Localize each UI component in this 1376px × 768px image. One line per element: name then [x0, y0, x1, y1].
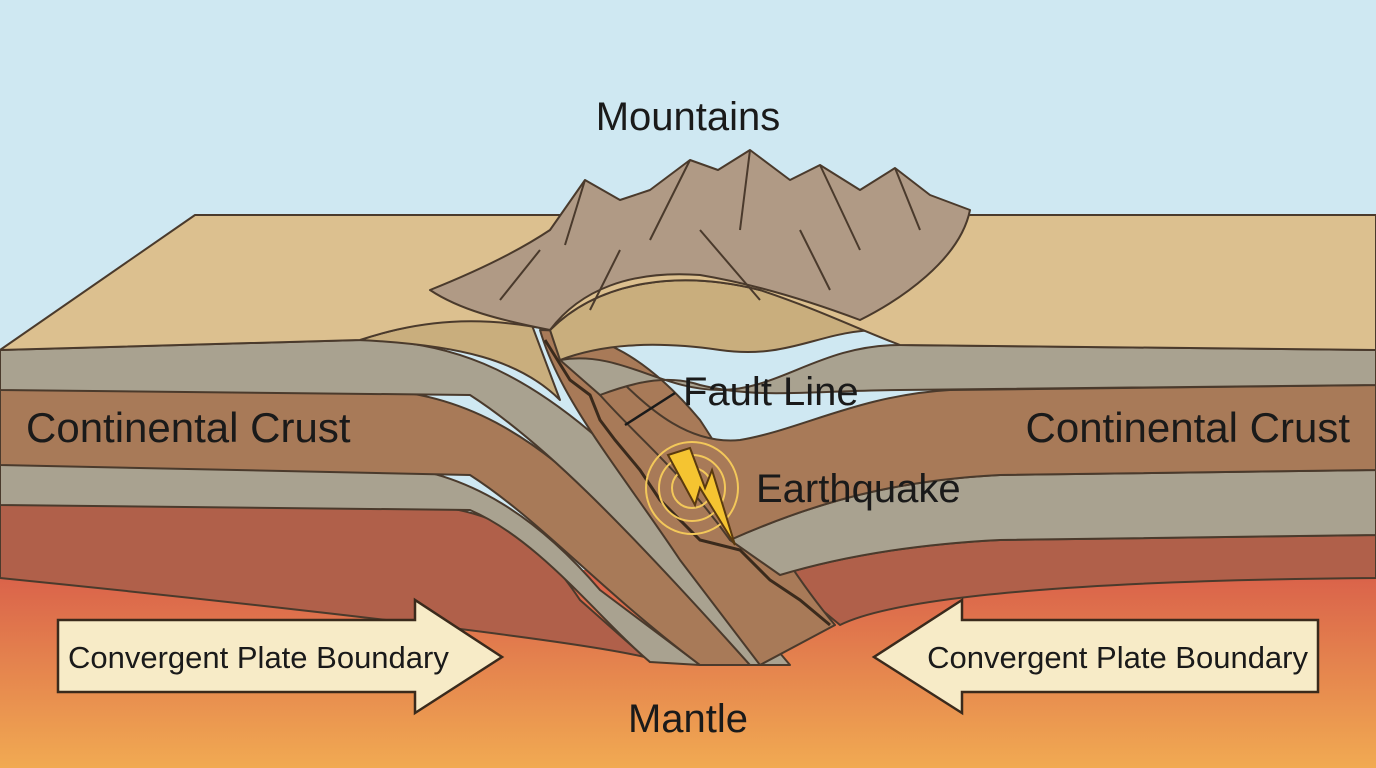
label-boundary-right: Convergent Plate Boundary — [927, 640, 1308, 675]
label-earthquake: Earthquake — [756, 467, 961, 511]
label-mountains: Mountains — [596, 95, 781, 139]
label-fault-line: Fault Line — [683, 370, 859, 414]
label-continental-crust-right: Continental Crust — [1026, 404, 1351, 451]
arrow-right-pointing — [56, 597, 505, 716]
fault-line — [543, 339, 831, 627]
gray-layer-upper-left — [0, 339, 791, 666]
earthquake-symbol — [645, 441, 739, 546]
mountain-ridges — [499, 149, 921, 311]
brown-layer-right — [599, 379, 1376, 541]
label-boundary-left: Convergent Plate Boundary — [68, 640, 449, 675]
lightning-icon — [666, 446, 736, 546]
surface-plateau — [0, 214, 1376, 351]
label-continental-crust-left: Continental Crust — [26, 404, 351, 451]
label-mantle: Mantle — [628, 697, 748, 741]
fault-line-pointer — [624, 391, 676, 427]
brown-layer-left — [0, 389, 751, 666]
arrow-left-pointing — [871, 597, 1320, 716]
